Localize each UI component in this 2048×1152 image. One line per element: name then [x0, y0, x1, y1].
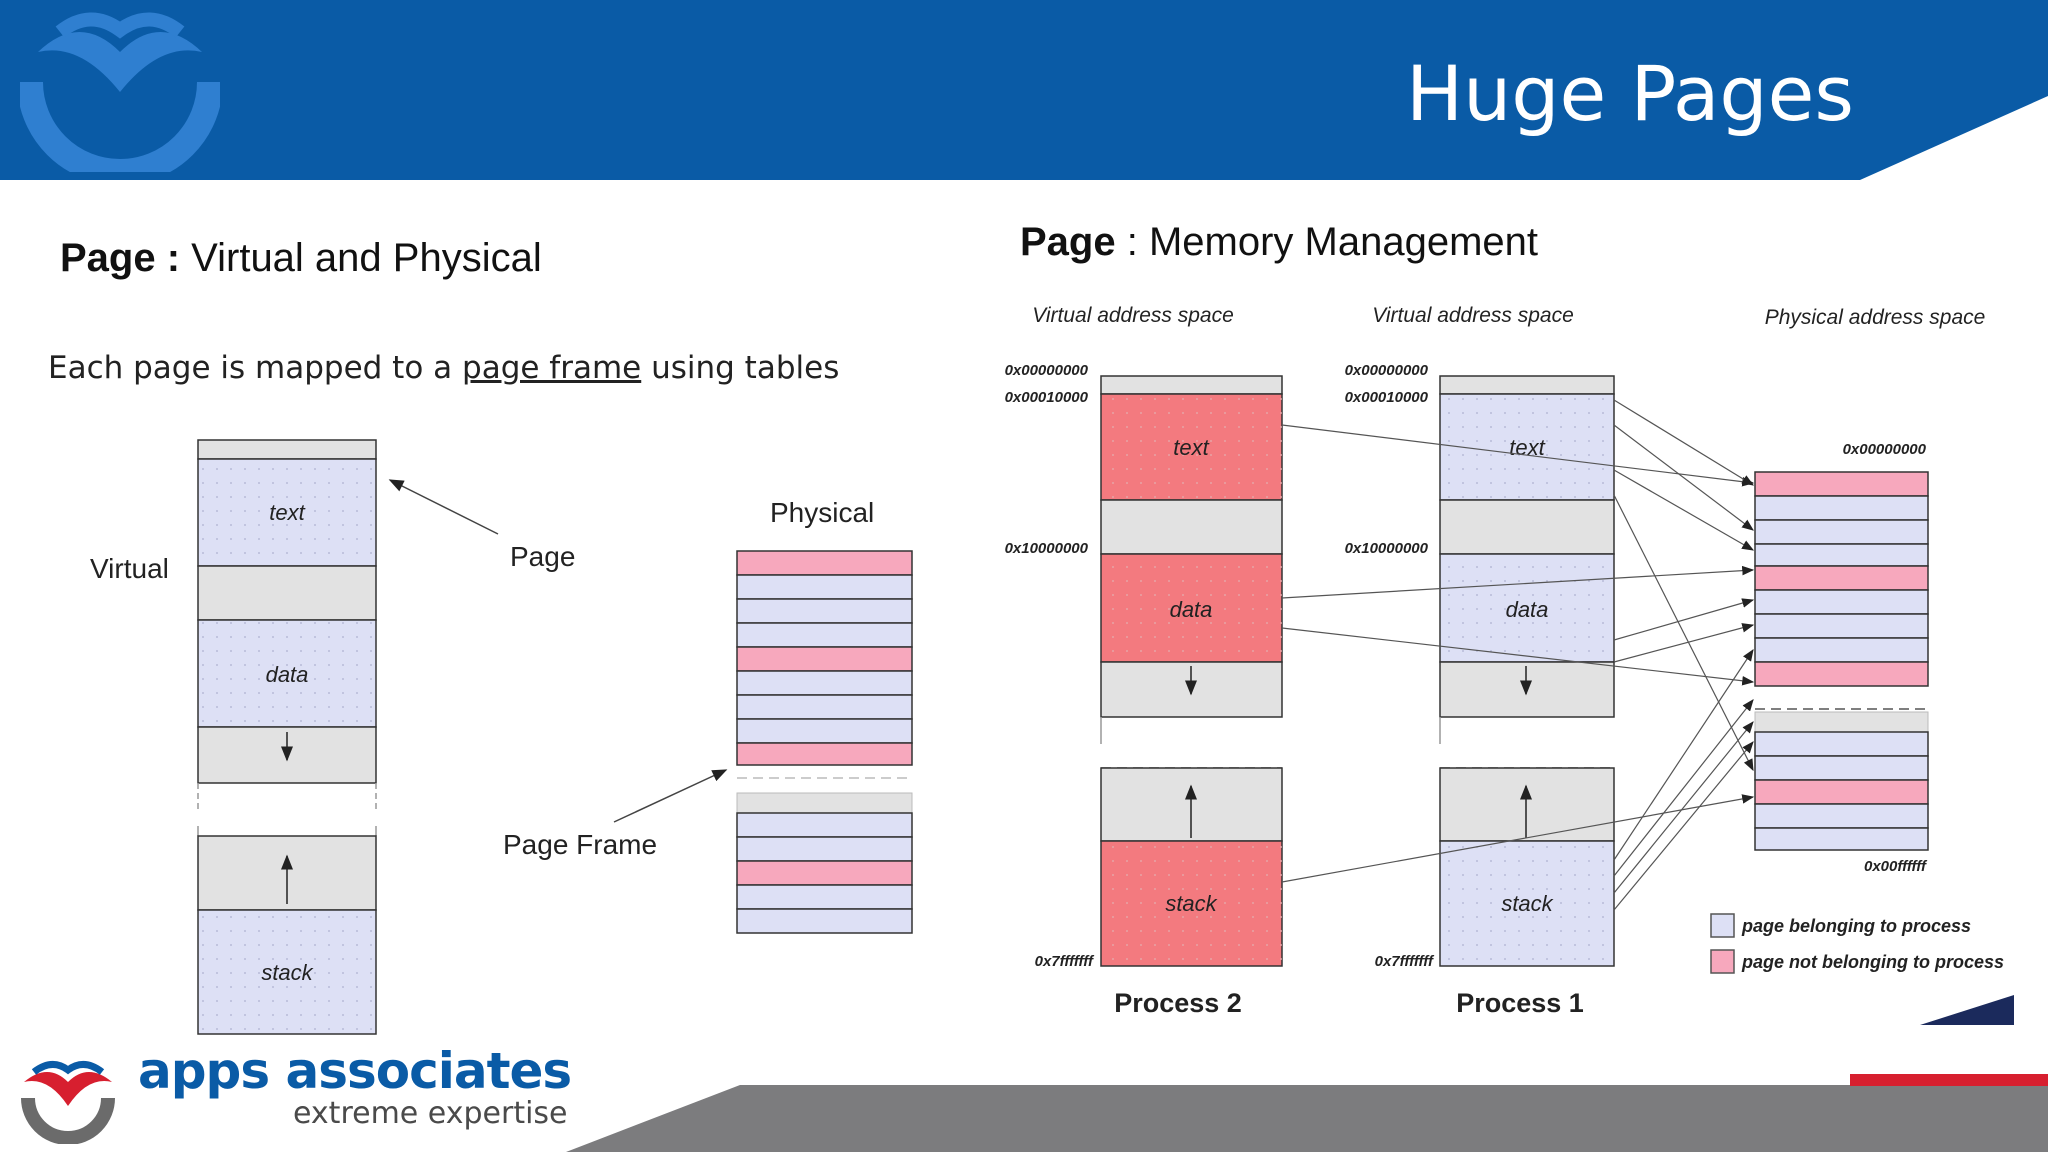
p2-addr-1: 0x00010000 — [1005, 389, 1089, 406]
p1-text-label: text — [1509, 435, 1545, 460]
caption-before: Each page is mapped to a — [48, 350, 463, 386]
legend-belonging-label: page belonging to process — [1741, 916, 1971, 936]
left-stack-segment-label: stack — [261, 960, 313, 985]
apps-associates-logo-icon — [21, 1061, 115, 1144]
phys-addr-top: 0x00000000 — [1843, 441, 1927, 458]
p1-addr-0: 0x00000000 — [1345, 362, 1429, 379]
right-heading: Page : Memory Management — [1020, 220, 1538, 265]
legend-swatch-not-belonging — [1710, 949, 1735, 974]
right-heading-bold: Page — [1020, 220, 1116, 264]
left-virtual-column: text data stack — [197, 439, 377, 1035]
legend: page belonging to process page not belon… — [1710, 913, 2004, 974]
slide-title: Huge Pages — [1405, 49, 1855, 138]
process2-label: Process 2 — [1114, 988, 1242, 1018]
caption-link: page frame — [462, 350, 642, 386]
brand-tagline: extreme expertise — [293, 1096, 568, 1131]
p1-virtual-space-label: Virtual address space — [1372, 304, 1574, 327]
logo-watermark-icon — [20, 12, 220, 172]
mapping-arrows — [1281, 399, 1755, 911]
title-banner — [0, 0, 2048, 180]
p1-data-label: data — [1506, 597, 1549, 622]
p2-virtual-space-label: Virtual address space — [1032, 304, 1234, 327]
p2-addr-2: 0x10000000 — [1005, 540, 1089, 557]
p2-addr-3: 0x7fffffff — [1035, 953, 1095, 970]
caption-after: using tables — [641, 350, 840, 386]
p1-addr-3: 0x7fffffff — [1375, 953, 1435, 970]
p2-addr-0: 0x00000000 — [1005, 362, 1089, 379]
p2-text-label: text — [1173, 435, 1209, 460]
brand-name: apps associates — [138, 1042, 572, 1100]
left-heading-rest: Virtual and Physical — [180, 236, 542, 280]
physical-space-label: Physical address space — [1765, 306, 1986, 329]
left-physical-column — [736, 550, 913, 934]
p1-stack-label: stack — [1501, 891, 1553, 916]
left-heading: Page : Virtual and Physical — [60, 236, 542, 281]
process1-column: text data stack — [1439, 375, 1615, 967]
page-caption: Each page is mapped to a page frame usin… — [48, 350, 839, 386]
page-frame-label: Page Frame — [503, 829, 657, 860]
physical-label: Physical — [770, 497, 874, 528]
p1-addr-2: 0x10000000 — [1345, 540, 1429, 557]
phys-addr-bottom: 0x00ffffff — [1864, 858, 1928, 875]
virtual-label: Virtual — [90, 553, 169, 584]
left-heading-bold: Page : — [60, 236, 181, 280]
left-text-segment-label: text — [269, 500, 305, 525]
p2-data-label: data — [1170, 597, 1213, 622]
right-heading-rest: : Memory Management — [1115, 220, 1538, 264]
legend-swatch-belonging — [1710, 913, 1735, 938]
process2-column: text data stack — [1100, 375, 1283, 967]
process1-label: Process 1 — [1456, 988, 1584, 1018]
left-data-segment-label: data — [266, 662, 309, 687]
legend-not-belonging-label: page not belonging to process — [1741, 952, 2004, 972]
p2-stack-label: stack — [1165, 891, 1217, 916]
right-physical-column — [1754, 471, 1929, 851]
page-label: Page — [510, 541, 575, 572]
p1-addr-1: 0x00010000 — [1345, 389, 1429, 406]
